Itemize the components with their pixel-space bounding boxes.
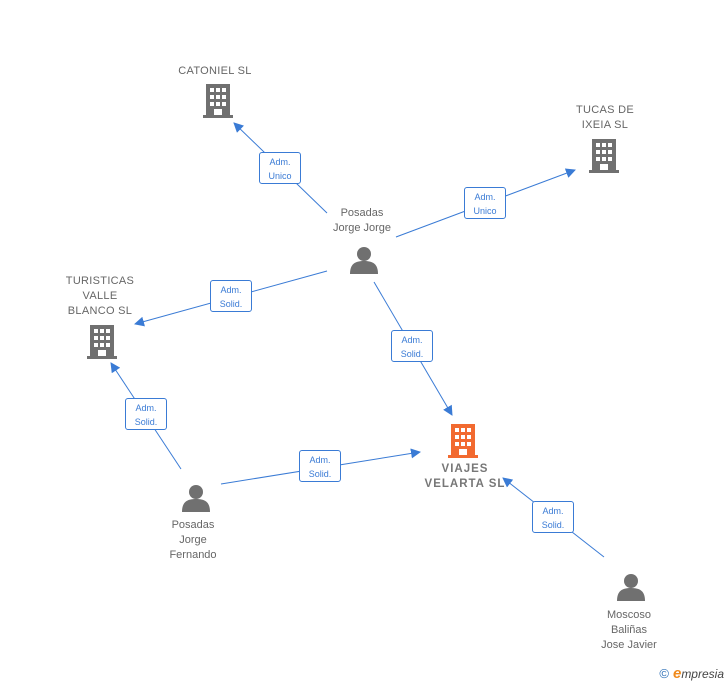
person-icon[interactable] [350,247,378,274]
edge-role-type: Solid. [541,520,565,530]
person-icon[interactable] [182,485,210,512]
edge-label-jf-viajes[interactable]: Adm. Solid. [299,450,341,482]
brand-logo-initial: e [672,665,682,682]
edge-role: Adm. [269,157,291,167]
company-label-catoniel[interactable]: CATONIEL SL [178,65,252,77]
edge-role-type: Unico [268,171,292,181]
edge-role-type: Solid. [219,299,243,309]
edge-role-type: Solid. [308,469,332,479]
edge-role: Adm. [309,455,331,465]
edge-role-type: Solid. [134,417,158,427]
person-label-posadas-jorge-jorge[interactable]: Posadas Jorge Jorge [332,207,392,234]
edge-role-type: Solid. [400,349,424,359]
person-label-posadas-jorge-fernando[interactable]: Posadas Jorge Fernando [169,519,217,561]
main-building-icon[interactable] [448,424,478,458]
building-icon[interactable] [203,84,233,118]
brand-logo-text: mpresia [681,667,724,681]
company-label-viajes[interactable]: VIAJES VELARTA SL [424,463,506,490]
company-label-turisticas[interactable]: TURISTICAS VALLE BLANCO SL [65,275,135,317]
edge-role: Adm. [401,335,423,345]
edge-label-jj-viajes[interactable]: Adm. Solid. [391,330,433,362]
building-icon[interactable] [87,325,117,359]
footer-brand[interactable]: ©empresia [659,665,724,682]
edge-label-jj-tucas[interactable]: Adm. Unico [464,187,506,219]
building-icon[interactable] [589,139,619,173]
person-icon[interactable] [617,574,645,601]
edge-label-jf-turisticas[interactable]: Adm. Solid. [125,398,167,430]
edge-role: Adm. [220,285,242,295]
edge-role: Adm. [135,403,157,413]
person-label-moscoso[interactable]: Moscoso Baliñas Jose Javier [601,609,657,651]
edge-role: Adm. [474,192,496,202]
edge-label-jj-catoniel[interactable]: Adm. Unico [259,152,301,184]
company-label-tucas[interactable]: TUCAS DE IXEIA SL [575,104,635,131]
edge-role: Adm. [542,506,564,516]
edge-role-type: Unico [473,206,497,216]
edge-label-moscoso-viajes[interactable]: Adm. Solid. [532,501,574,533]
edge-label-jj-turisticas[interactable]: Adm. Solid. [210,280,252,312]
copyright-icon: © [659,666,669,681]
